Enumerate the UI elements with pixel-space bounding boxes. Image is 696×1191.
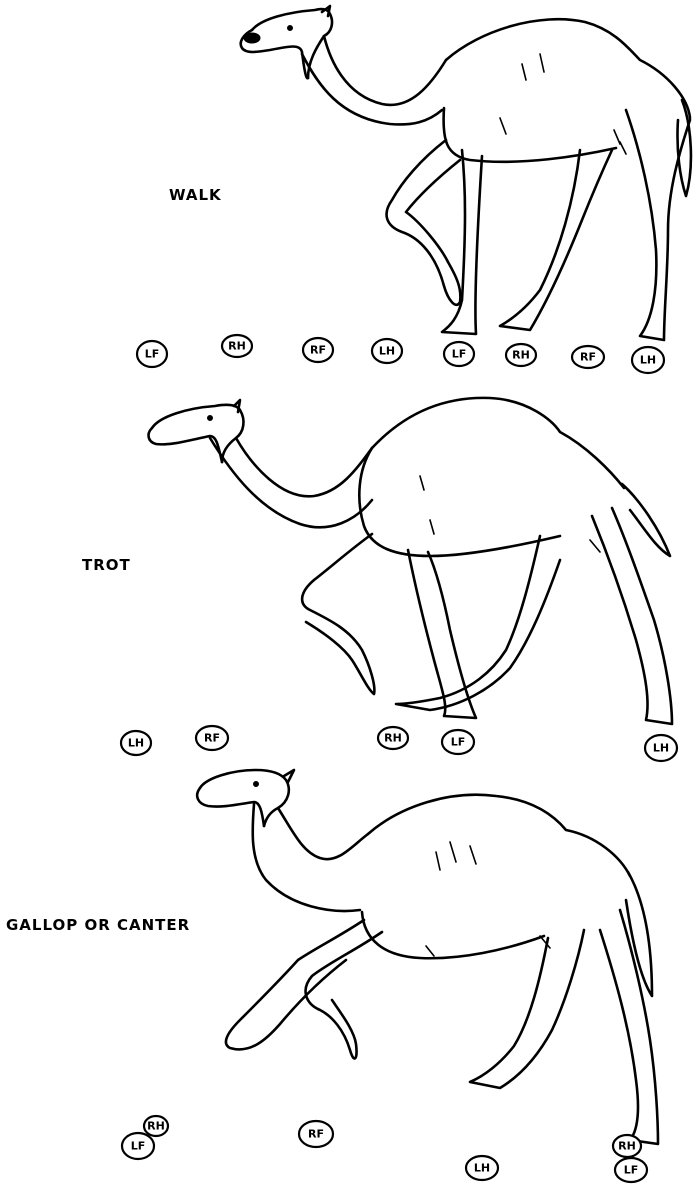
footprint: RH <box>378 727 408 749</box>
footprint-code: RH <box>384 732 402 745</box>
footprint: RF <box>572 346 604 368</box>
footprint: LH <box>121 731 151 755</box>
footprint-code: RF <box>310 344 326 357</box>
footprint-code: RH <box>147 1120 165 1133</box>
footprint: RH <box>613 1135 641 1157</box>
footprint: LF <box>122 1133 154 1159</box>
footprint-code: RH <box>618 1140 636 1153</box>
footprint-row-gallop: RH LF RF LH RH LF <box>122 1116 647 1182</box>
footprint: LH <box>632 347 664 373</box>
footprint: RH <box>506 344 536 366</box>
footprint: LF <box>442 730 474 754</box>
footprint-code: LH <box>640 354 656 367</box>
galloping-camel-figure <box>197 770 658 1144</box>
footprint: RF <box>299 1121 333 1147</box>
footprint-code: LH <box>128 737 144 750</box>
footprint-code: LF <box>451 736 466 749</box>
footprint-code: RF <box>204 732 220 745</box>
footprint: LF <box>137 341 167 367</box>
footprint: LH <box>645 735 677 761</box>
footprint: RH <box>222 335 252 357</box>
footprint-code: LF <box>145 348 160 361</box>
footprint: RF <box>303 338 333 362</box>
footprint-code: LF <box>131 1140 146 1153</box>
trotting-camel-figure <box>149 398 672 724</box>
walking-camel-figure <box>241 6 691 340</box>
footprint-code: RF <box>308 1128 324 1141</box>
footprint-code: RF <box>580 351 596 364</box>
footprint-code: LF <box>624 1164 639 1177</box>
footprint: LH <box>372 339 402 363</box>
footprint-row-walk: LF RH RF LH LF RH RF LH <box>137 335 664 373</box>
footprint: RF <box>196 726 228 750</box>
footprint-code: RH <box>512 349 530 362</box>
footprint-code: LH <box>379 345 395 358</box>
footprint-code: LF <box>452 348 467 361</box>
footprint: LH <box>466 1156 498 1180</box>
footprint: LF <box>615 1158 647 1182</box>
footprint-code: LH <box>653 742 669 755</box>
footprint: RH <box>144 1116 168 1136</box>
footprint-code: LH <box>474 1162 490 1175</box>
footprint-row-trot: LH RF RH LF LH <box>121 726 677 761</box>
footprint: LF <box>444 342 474 366</box>
footprint-code: RH <box>228 340 246 353</box>
